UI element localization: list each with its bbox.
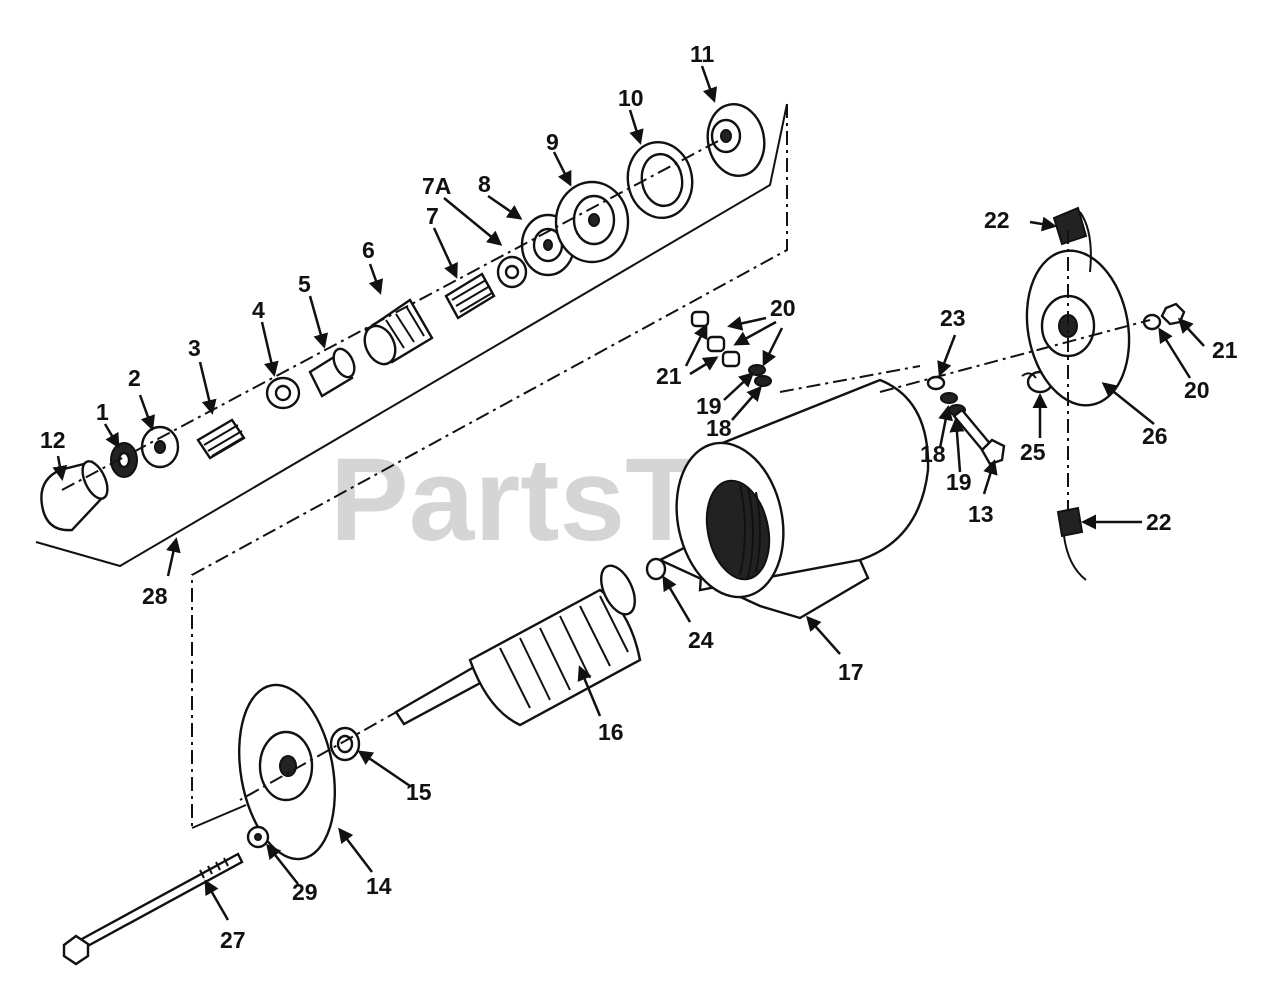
drive-assembly-bracket — [35, 103, 788, 829]
callout-29: 29 — [292, 879, 318, 905]
callout-20-left: 20 — [770, 295, 796, 321]
motor-frame-17 — [657, 378, 930, 620]
through-bolt-27 — [62, 852, 244, 966]
pulley-9 — [554, 180, 630, 264]
spring-3 — [196, 418, 246, 460]
callout-labels: 12 1 2 3 4 5 6 7 7A 8 9 10 11 28 22 22 2… — [40, 41, 1238, 953]
cap-11 — [706, 103, 766, 177]
callout-5: 5 — [298, 271, 311, 297]
spring-7 — [444, 272, 496, 320]
washer-15 — [329, 726, 361, 762]
lock-nut-1 — [110, 442, 138, 478]
cushion-10 — [626, 140, 694, 220]
pinion-gear-6 — [363, 298, 434, 366]
callout-23: 23 — [940, 305, 966, 331]
sleeve-5 — [308, 347, 356, 398]
collar-2 — [140, 425, 180, 469]
callout-13: 13 — [968, 501, 994, 527]
callout-14: 14 — [366, 873, 392, 899]
washer-29 — [246, 825, 270, 849]
leader-arrows — [52, 65, 1205, 921]
axis-lines — [61, 139, 1151, 801]
callout-17: 17 — [838, 659, 864, 685]
callout-28: 28 — [142, 583, 168, 609]
callout-22-top: 22 — [984, 207, 1010, 233]
washer-4 — [265, 376, 301, 410]
callout-7: 7 — [426, 203, 439, 229]
callout-19-left: 19 — [696, 393, 722, 419]
callout-27: 27 — [220, 927, 246, 953]
callout-8: 8 — [478, 171, 491, 197]
callout-6: 6 — [362, 237, 375, 263]
drive-end-plate-14 — [237, 683, 337, 861]
cap-nut-12 — [40, 460, 109, 532]
callout-11: 11 — [690, 41, 715, 67]
brush-22-top — [1052, 206, 1092, 273]
callout-22-bottom: 22 — [1146, 509, 1172, 535]
callout-4: 4 — [252, 297, 265, 323]
callout-18-left: 18 — [706, 415, 732, 441]
callout-3: 3 — [188, 335, 201, 361]
callout-2: 2 — [128, 365, 141, 391]
callout-18-right: 18 — [920, 441, 946, 467]
callout-24: 24 — [688, 627, 714, 653]
brush-22-bottom — [1056, 506, 1087, 581]
callout-21-left: 21 — [656, 363, 682, 389]
callout-21-right: 21 — [1212, 337, 1238, 363]
callout-26: 26 — [1142, 423, 1168, 449]
callout-25: 25 — [1020, 439, 1046, 465]
callout-20-right: 20 — [1184, 377, 1210, 403]
callout-12: 12 — [40, 427, 66, 453]
callout-7a: 7A — [422, 173, 451, 199]
callout-16: 16 — [598, 719, 624, 745]
callout-9: 9 — [546, 129, 559, 155]
armature-16 — [394, 564, 642, 727]
callout-19-right: 19 — [946, 469, 972, 495]
callout-15: 15 — [406, 779, 432, 805]
callout-1: 1 — [96, 399, 109, 425]
retainer-7a — [496, 255, 528, 289]
callout-10: 10 — [618, 85, 644, 111]
washer-24 — [645, 557, 667, 581]
